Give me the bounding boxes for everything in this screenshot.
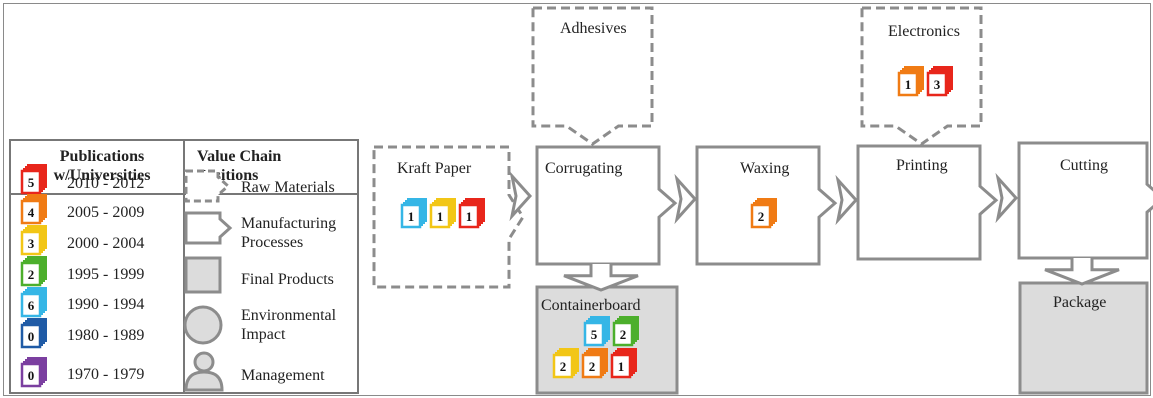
node-electronics-label: Electronics xyxy=(888,23,960,40)
badge-count: 5 xyxy=(28,175,35,190)
badge-count: 2 xyxy=(589,359,596,374)
node-package-label: Package xyxy=(1053,294,1107,311)
legend-final-products-label: Final Products xyxy=(241,271,334,288)
node-printing-label: Printing xyxy=(896,157,948,174)
arrow-corrugating-to-containerboard xyxy=(563,262,639,292)
publication-badge: 5 xyxy=(583,316,610,347)
legend: Publications w/Universities Value Chain … xyxy=(9,139,359,394)
publication-badge: 1 xyxy=(400,198,427,229)
legend-range-label: 2000 - 2004 xyxy=(67,235,145,252)
legend-management-label: Management xyxy=(241,367,325,384)
legend-range-label: 1995 - 1999 xyxy=(67,266,145,283)
badge-count: 3 xyxy=(934,77,941,92)
badge-count: 5 xyxy=(591,327,598,342)
badge-count: 1 xyxy=(905,77,912,92)
node-adhesives xyxy=(531,6,654,146)
badge-count: 6 xyxy=(28,298,35,313)
arrow-cutting-to-package xyxy=(1044,256,1120,286)
final-products-icon xyxy=(184,256,222,294)
publication-badge: 2 xyxy=(552,348,579,379)
node-cutting-label: Cutting xyxy=(1060,157,1109,174)
node-printing xyxy=(856,144,999,261)
publication-badge: 1 xyxy=(610,348,637,379)
legend-range-label: 1990 - 1994 xyxy=(67,296,145,313)
legend-period-badge: 4 xyxy=(20,194,47,225)
legend-range-label: 2010 - 2012 xyxy=(67,175,145,192)
arrow-kraft-to-corrugating xyxy=(509,170,533,222)
legend-range-label: 1970 - 1979 xyxy=(67,366,145,383)
legend-period-badge: 0 xyxy=(20,357,47,388)
badge-count: 4 xyxy=(28,205,35,220)
legend-period-badge: 0 xyxy=(20,318,47,349)
legend-environmental-label: Environmental Impact xyxy=(241,307,337,343)
legend-period-badge: 5 xyxy=(20,164,47,195)
badge-count: 2 xyxy=(560,359,567,374)
legend-period-badge: 6 xyxy=(20,287,47,318)
badge-count: 3 xyxy=(28,236,35,251)
node-waxing-label: Waxing xyxy=(740,160,790,177)
publication-badge: 1 xyxy=(429,198,456,229)
badge-count: 1 xyxy=(408,209,415,224)
environmental-impact-icon xyxy=(183,305,223,345)
legend-raw-materials-label: Raw Materials xyxy=(241,179,335,196)
legend-period-badge: 3 xyxy=(20,225,47,256)
raw-materials-icon xyxy=(184,169,231,203)
badge-count: 1 xyxy=(618,359,625,374)
badge-count: 0 xyxy=(28,329,35,344)
arrow-waxing-to-printing xyxy=(835,174,859,226)
legend-period-badge: 2 xyxy=(20,256,47,287)
badge-count: 2 xyxy=(620,327,627,342)
badge-count: 1 xyxy=(466,209,473,224)
publication-badge: 1 xyxy=(458,198,485,229)
badge-count: 0 xyxy=(28,368,35,383)
node-kraft-paper-label: Kraft Paper xyxy=(397,160,472,177)
node-containerboard-label: Containerboard xyxy=(541,297,641,314)
management-icon xyxy=(184,351,224,392)
legend-header-rule xyxy=(11,193,357,195)
publication-badge: 2 xyxy=(612,316,639,347)
node-corrugating xyxy=(535,145,678,266)
publication-badge: 2 xyxy=(750,198,777,229)
publication-badge: 1 xyxy=(897,66,924,97)
publication-badge: 2 xyxy=(581,348,608,379)
publication-badge: 3 xyxy=(926,66,953,97)
legend-manufacturing-label: Manufacturing Processes xyxy=(241,215,337,251)
node-adhesives-label: Adhesives xyxy=(560,20,627,37)
legend-range-label: 1980 - 1989 xyxy=(67,327,145,344)
badge-count: 2 xyxy=(758,209,765,224)
legend-publications-header: Publications w/Universities xyxy=(53,148,151,184)
legend-range-label: 2005 - 2009 xyxy=(67,204,145,221)
node-corrugating-label: Corrugating xyxy=(545,160,623,177)
node-cutting xyxy=(1017,141,1153,260)
badge-count: 1 xyxy=(437,209,444,224)
badge-count: 2 xyxy=(28,267,35,282)
arrow-corrugating-to-waxing xyxy=(674,173,698,225)
manufacturing-icon xyxy=(184,211,233,245)
legend-divider xyxy=(183,141,185,392)
arrow-printing-to-cutting xyxy=(995,172,1019,224)
